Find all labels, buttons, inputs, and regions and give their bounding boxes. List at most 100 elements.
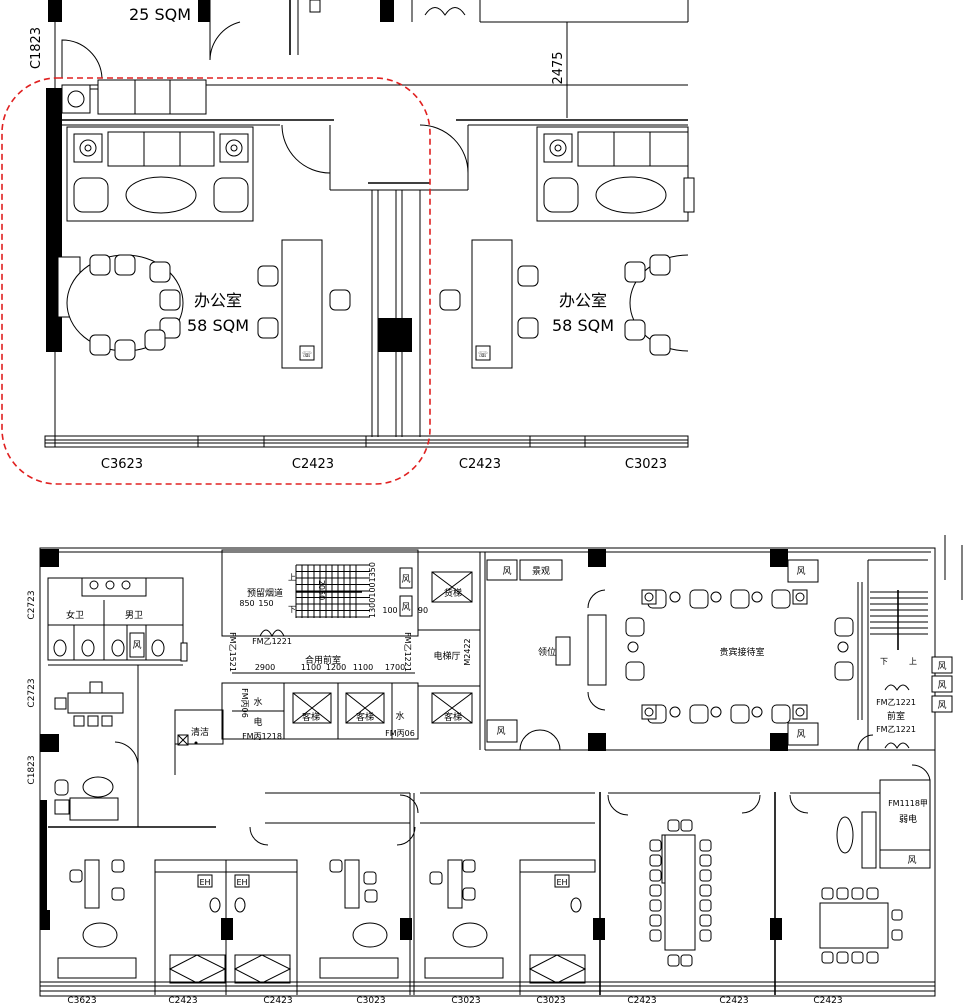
column <box>588 549 606 567</box>
chair <box>517 265 539 287</box>
passenger-elevator-label: 客梯 <box>356 711 374 723</box>
chair <box>111 859 125 873</box>
meeting-table <box>819 902 889 949</box>
vent-box <box>787 559 819 583</box>
column <box>588 733 606 751</box>
column <box>400 918 412 940</box>
column <box>221 918 233 940</box>
side-table <box>627 641 639 653</box>
lamp-icon <box>73 133 103 163</box>
door-code: FM乙1221 <box>252 637 292 646</box>
armchair <box>73 177 109 213</box>
door-code: FM乙1221 <box>403 632 412 672</box>
lamp-icon <box>795 592 805 602</box>
vent-label: 风 <box>796 566 805 577</box>
column <box>770 733 788 751</box>
stair-up-label: 上 <box>909 657 917 666</box>
chair <box>89 254 111 276</box>
chair <box>144 329 166 351</box>
elevators <box>292 571 473 724</box>
side-table <box>837 641 849 653</box>
water-heater-icon <box>234 874 250 888</box>
chair <box>159 289 181 311</box>
door-code: FM乙1221 <box>876 698 916 707</box>
side-table <box>751 706 763 718</box>
dimension: 1700 <box>385 663 405 672</box>
chair <box>680 954 693 967</box>
chair <box>649 854 662 867</box>
chair <box>649 899 662 912</box>
dimension: 2900 <box>255 663 275 672</box>
coffee-table <box>595 176 667 214</box>
chair <box>111 887 125 901</box>
chair <box>699 929 712 942</box>
vent-label: 风 <box>401 574 410 585</box>
outer-wall <box>40 800 47 920</box>
vent-label: 风 <box>937 661 946 672</box>
coffee-table <box>82 922 118 948</box>
lamp-icon <box>644 707 654 717</box>
chair <box>667 954 680 967</box>
dimension: 13001001350 <box>368 562 377 618</box>
door-code: FM丙06 <box>385 729 415 738</box>
chair <box>689 704 709 724</box>
door-swing <box>424 7 466 16</box>
phone-glyph: ☏ <box>478 350 488 359</box>
sofa <box>577 131 689 167</box>
chair <box>699 914 712 927</box>
chair <box>680 819 693 832</box>
chair <box>329 289 351 311</box>
chair <box>649 839 662 852</box>
coffee-table <box>352 922 388 948</box>
chair <box>699 854 712 867</box>
side-table <box>669 706 681 718</box>
coffee-table <box>125 176 197 214</box>
window-code: C2723 <box>27 678 37 707</box>
elevator-cross <box>292 692 332 724</box>
window-code: C3023 <box>451 996 480 1006</box>
door-code: FM1118甲 <box>888 799 928 808</box>
water-shaft-label: 水 <box>253 696 262 708</box>
door-code: FM乙1221 <box>876 725 916 734</box>
elevator-cross <box>345 692 385 724</box>
toilet-icon <box>53 639 67 657</box>
vent-label: 风 <box>937 680 946 691</box>
column <box>40 549 59 567</box>
chair <box>866 887 879 900</box>
column <box>378 318 412 352</box>
desk <box>447 859 463 909</box>
vent-box <box>399 567 413 589</box>
desk <box>344 859 360 909</box>
window-code: C2423 <box>719 996 748 1006</box>
chair <box>69 869 83 883</box>
armchair <box>683 177 695 213</box>
stair-up-label: 上 <box>288 573 296 582</box>
window-code: C2423 <box>292 457 334 472</box>
chair <box>771 589 791 609</box>
phone-icon <box>299 345 315 361</box>
chair <box>836 887 849 900</box>
dimension: 2050 <box>317 580 326 600</box>
water-heater-icon <box>554 874 570 888</box>
door-code: FM乙1521 <box>228 632 237 672</box>
door-swing <box>209 21 241 61</box>
cleaning-label: 清洁 <box>191 726 209 738</box>
chair <box>462 887 476 901</box>
phone-glyph: ☏ <box>302 350 312 359</box>
chair <box>866 951 879 964</box>
side-table <box>669 591 681 603</box>
elevator-cross <box>431 571 473 603</box>
vip-room-label: 贵宾接待室 <box>719 646 764 658</box>
chair <box>624 319 646 341</box>
window-code: C2423 <box>263 996 292 1006</box>
chair <box>821 887 834 900</box>
lamp-icon <box>54 799 70 815</box>
vent-label: 风 <box>496 726 505 737</box>
window-code: C1823 <box>27 755 37 784</box>
chair <box>730 589 750 609</box>
top-room-area: 25 SQM <box>129 5 191 24</box>
chair <box>891 909 903 921</box>
door-swing <box>587 691 606 711</box>
lamp-icon <box>219 133 249 163</box>
